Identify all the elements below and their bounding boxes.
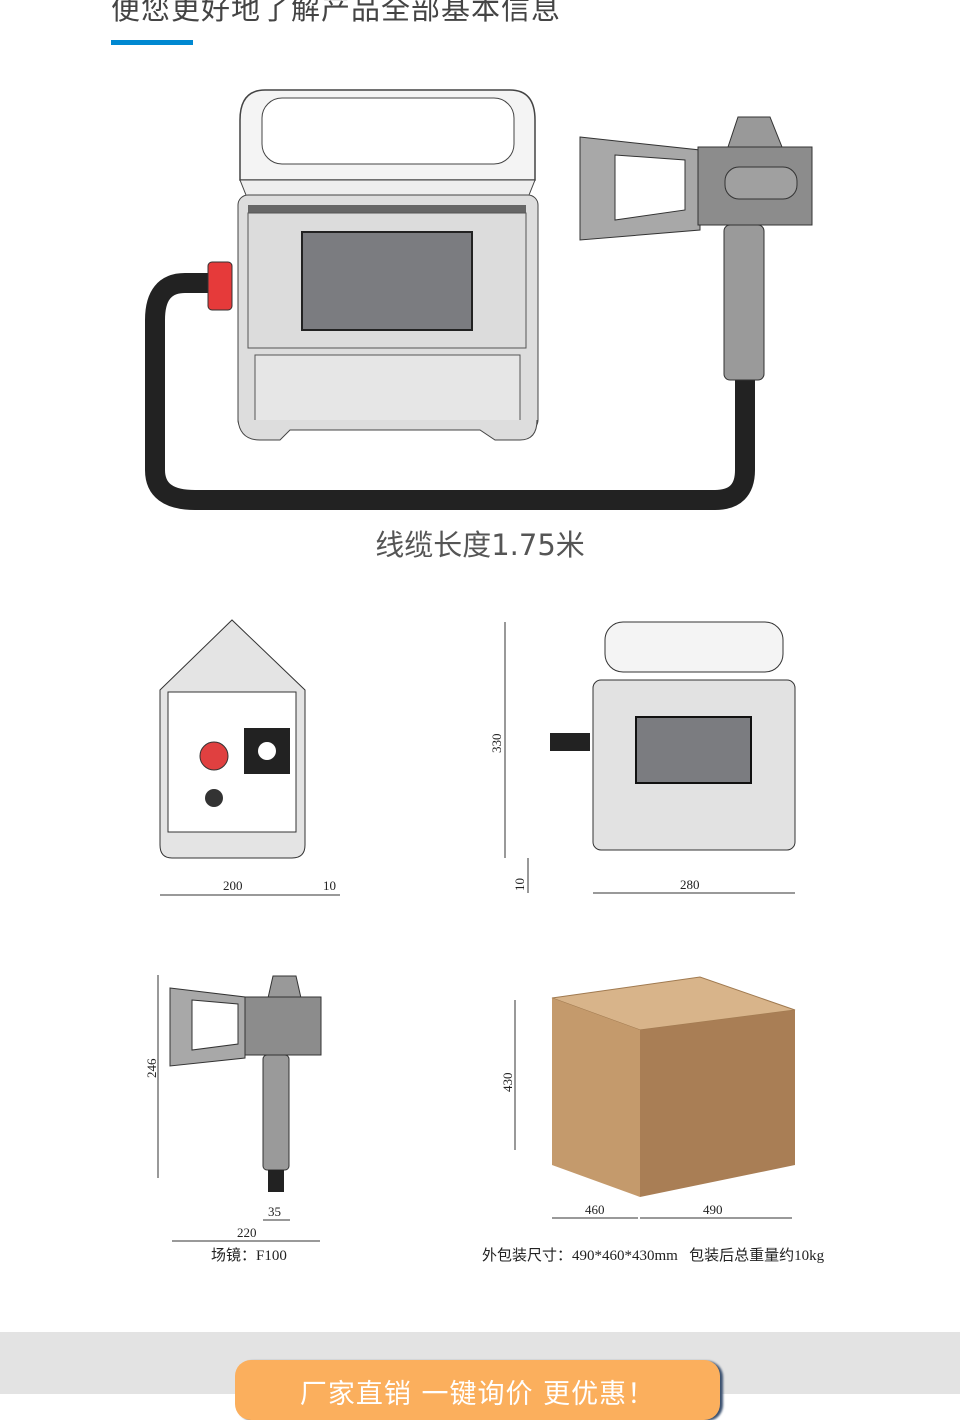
- side-view-drawing: [159, 619, 340, 896]
- gun-dim-nozzle: 35: [268, 1204, 281, 1219]
- dim-width: 200: [223, 878, 243, 893]
- box-dim-width: 490: [703, 1202, 723, 1217]
- box-dim-height: 430: [500, 1072, 515, 1093]
- title-accent-bar: [111, 40, 193, 45]
- laser-unit-drawing: [207, 89, 539, 441]
- gun-dim-length: 220: [237, 1225, 257, 1240]
- dim-length: 280: [680, 877, 700, 892]
- package-box-drawing: [514, 976, 796, 1219]
- dim-foot: 10: [512, 878, 527, 891]
- section-title: 便您更好地了解产品全部基本信息: [111, 0, 562, 26]
- front-view-drawing: [504, 621, 796, 894]
- gun-dimension-drawing: [157, 975, 322, 1242]
- marking-gun-drawing: [579, 116, 813, 381]
- cable: [145, 273, 755, 510]
- package-note: 外包装尺寸：490*460*430mm 包装后总重量约10kg: [482, 1248, 825, 1264]
- lens-note: 场镜：F100: [211, 1248, 287, 1264]
- product-drawings: [145, 89, 813, 1242]
- box-dim-depth: 460: [585, 1202, 605, 1217]
- inquiry-button[interactable]: 厂家直销 一键询价 更优惠！: [235, 1360, 720, 1420]
- dim-height: 330: [489, 733, 504, 754]
- gun-dim-height: 246: [144, 1058, 159, 1079]
- cable-length-caption: 线缆长度1.75米: [375, 528, 585, 562]
- dim-depth-offset: 10: [323, 878, 336, 893]
